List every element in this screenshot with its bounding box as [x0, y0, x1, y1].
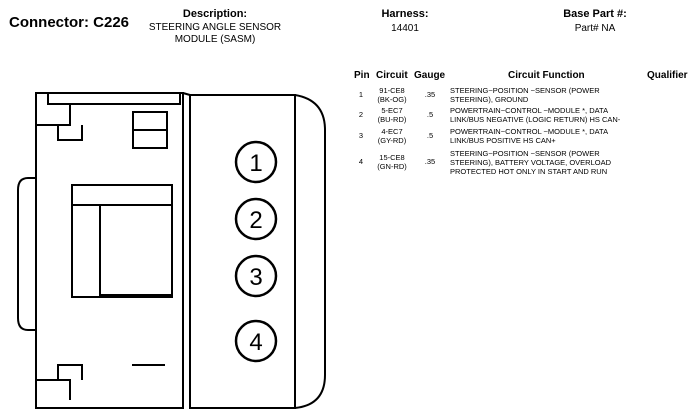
row-gauge: .5 — [426, 110, 434, 119]
row-function-line: POWERTRAIN~CONTROL ~MODULE *, DATA — [450, 127, 609, 136]
column-header-circuit: Circuit — [376, 70, 408, 81]
row-function: POWERTRAIN~CONTROL ~MODULE *, DATA LINK/… — [450, 106, 640, 124]
connector-title: Connector: C226 — [9, 14, 130, 31]
row-function: STEERING~POSITION ~SENSOR (POWER STEERIN… — [450, 149, 640, 176]
latch-arm-bottom — [58, 379, 71, 400]
row-function-line: STEERING~POSITION ~SENSOR (POWER — [450, 149, 600, 158]
row-function-line: STEERING), GROUND — [450, 95, 529, 104]
central-block — [71, 184, 173, 298]
latch-arm-top — [58, 105, 71, 126]
base-part-label: Base Part #: — [563, 8, 627, 20]
pin-housing — [189, 94, 296, 409]
row-pin: 3 — [358, 131, 364, 140]
column-header-qualifier: Qualifier — [647, 70, 688, 81]
central-inner-window — [99, 204, 173, 296]
left-latch — [17, 177, 36, 331]
latch-notch-top — [36, 124, 83, 141]
row-circuit-color: (GY-RD) — [377, 136, 407, 145]
harness-value: 14401 — [391, 23, 419, 34]
description-value: STEERING ANGLE SENSOR MODULE (SASM) — [140, 22, 290, 46]
row-circuit-color: (GN-RD) — [377, 162, 407, 171]
column-header-gauge: Gauge — [414, 70, 446, 81]
base-part-value: Part# NA — [574, 23, 616, 34]
column-header-pin: Pin — [354, 70, 370, 81]
pin-housing-divider — [182, 92, 191, 96]
description-label: Description: — [182, 8, 248, 20]
row-function-line: STEERING~POSITION ~SENSOR (POWER — [450, 86, 600, 95]
latch-notch-bottom — [36, 364, 83, 381]
connector-face-diagram: 1 2 3 4 — [17, 92, 326, 409]
row-function-line: PROTECTED HOT ONLY IN START AND RUN — [450, 167, 608, 176]
housing-outline — [35, 92, 184, 409]
pin-housing-cap — [294, 94, 326, 409]
description-line-2: MODULE (SASM) — [174, 34, 256, 45]
row-circuit-id: 15-CE8 — [379, 153, 405, 162]
row-pin: 2 — [358, 110, 364, 119]
pin-1-number: 1 — [249, 150, 262, 177]
row-pin: 4 — [358, 157, 364, 166]
pin-2-circle — [234, 197, 278, 241]
row-circuit-id: 91-CE8 — [379, 86, 405, 95]
pin-3-circle — [234, 254, 278, 298]
row-circuit-id: 5-EC7 — [381, 106, 403, 115]
harness-label: Harness: — [381, 8, 429, 20]
row-circuit-color: (BK-OG) — [377, 95, 407, 104]
pin-4-circle — [234, 319, 278, 363]
housing-top-step — [47, 93, 181, 105]
pin-1-circle — [234, 140, 278, 184]
row-circuit: 91-CE8 (BK-OG) — [374, 86, 410, 104]
row-function-line: LINK/BUS NEGATIVE (LOGIC RETURN) HS CAN- — [450, 115, 621, 124]
row-circuit: 5-EC7 (BU-RD) — [374, 106, 410, 124]
description-line-1: STEERING ANGLE SENSOR — [148, 22, 282, 33]
row-function: STEERING~POSITION ~SENSOR (POWER STEERIN… — [450, 86, 640, 104]
row-gauge: .5 — [426, 131, 434, 140]
row-circuit: 15-CE8 (GN-RD) — [374, 153, 410, 171]
pin-3-number: 3 — [249, 264, 262, 291]
pin-2-number: 2 — [249, 207, 262, 234]
row-pin: 1 — [358, 90, 364, 99]
row-gauge: .35 — [424, 157, 436, 166]
row-circuit: 4-EC7 (GY-RD) — [374, 127, 410, 145]
row-circuit-color: (BU-RD) — [377, 115, 407, 124]
row-function-line: POWERTRAIN~CONTROL ~MODULE *, DATA — [450, 106, 609, 115]
row-gauge: .35 — [424, 90, 436, 99]
row-circuit-id: 4-EC7 — [381, 127, 403, 136]
row-function-line: LINK/BUS POSITIVE HS CAN+ — [450, 136, 556, 145]
row-function-line: STEERING), BATTERY VOLTAGE, OVERLOAD — [450, 158, 612, 167]
pin-4-number: 4 — [249, 329, 262, 356]
row-function: POWERTRAIN~CONTROL ~MODULE *, DATA LINK/… — [450, 127, 640, 145]
column-header-function: Circuit Function — [508, 70, 585, 81]
